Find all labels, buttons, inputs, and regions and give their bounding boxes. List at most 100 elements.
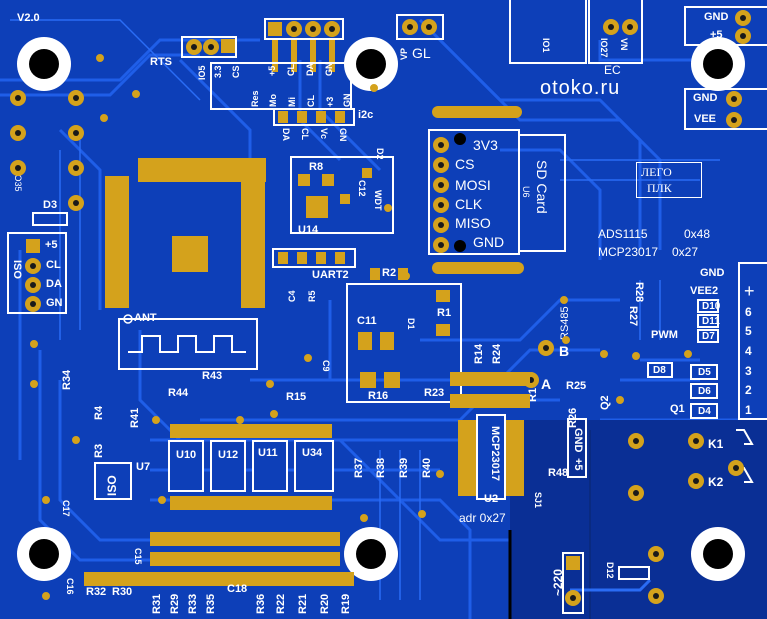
iso-pin-1 <box>26 239 40 253</box>
ec-label: EC <box>604 63 621 77</box>
bottom-pad-row-2 <box>150 552 340 566</box>
c11-pad-1 <box>358 332 372 350</box>
i2c-small-pin-1 <box>278 111 288 123</box>
ads-address-label: 0x48 <box>684 227 711 241</box>
c11-label: C11 <box>357 315 377 327</box>
uart2-pin-3 <box>316 252 326 264</box>
via-8 <box>266 380 274 388</box>
k2-label: K2 <box>708 475 724 489</box>
power-block-outline <box>346 283 462 403</box>
pwm-label: PWM <box>651 329 678 341</box>
lego-plc-logo: ЛЕГО ПЛК <box>636 162 702 198</box>
vee-label: VEE <box>694 113 717 125</box>
mcp23017-pins-left <box>458 420 476 496</box>
via-11 <box>476 262 484 270</box>
sd-pin-5 <box>433 217 449 233</box>
i2c-header-strip-3 <box>310 40 316 72</box>
mounting-hole-bottom-right <box>691 527 745 581</box>
u34-label: U34 <box>302 447 323 459</box>
via-19 <box>236 416 244 424</box>
r34-label: R34 <box>61 369 73 390</box>
r32-label: R32 <box>86 586 107 598</box>
esp32-right-pads <box>241 176 265 308</box>
r40-label: R40 <box>421 457 433 478</box>
gl-pin-2 <box>421 19 437 35</box>
d8-label: D8 <box>653 365 666 376</box>
sd-gnd-dot-top <box>454 133 466 145</box>
term-1-label: 1 <box>745 403 752 417</box>
r16-pad-2 <box>384 372 400 388</box>
mcp-address-note: adr 0x27 <box>459 511 506 525</box>
u10-label: U10 <box>176 449 197 461</box>
vee-pin-2 <box>726 112 742 128</box>
via-26 <box>384 204 392 212</box>
term-vee2-label: VEE2 <box>690 285 719 297</box>
i2c-small-pin-4 <box>335 111 345 123</box>
sd-pin-4 <box>433 197 449 213</box>
r43-label: R43 <box>202 370 223 382</box>
i2c-header-strip-2 <box>291 40 297 72</box>
sd-cs-label: CS <box>455 156 475 172</box>
relay-k2-pin-3 <box>628 485 644 501</box>
via-16 <box>562 336 570 344</box>
d4-label: D4 <box>698 406 711 417</box>
d7-outline <box>697 329 719 343</box>
i2c-small-pin-2 <box>297 111 307 123</box>
r37-label: R37 <box>353 457 365 478</box>
r3-label: R3 <box>93 443 105 458</box>
r41-label: R41 <box>129 407 141 428</box>
power-terminal-top-outline <box>684 6 767 46</box>
relay-k1-pin-2 <box>728 460 744 476</box>
left-io-pin-3 <box>68 90 84 106</box>
v220-pin-2 <box>565 590 581 606</box>
bottom-pad-row-3 <box>84 572 354 586</box>
r29-label: R29 <box>169 593 181 614</box>
k1-label: K1 <box>708 437 724 451</box>
r30-label: R30 <box>112 586 133 598</box>
c15-label: C15 <box>133 548 143 565</box>
sd-mosi-label: MOSI <box>455 177 491 193</box>
vee-terminal-outline <box>684 88 767 130</box>
opto-bottom-pads <box>170 496 332 510</box>
r1-pad-1 <box>436 290 450 302</box>
d12-outline <box>618 566 650 580</box>
mounting-hole-top-left <box>17 37 71 91</box>
via-4 <box>30 340 38 348</box>
v220-pin-1 <box>566 556 580 570</box>
d4-outline <box>690 403 718 419</box>
r48-label: R48 <box>548 467 569 479</box>
sd-card-slot-outline <box>518 134 566 252</box>
via-1 <box>96 54 104 62</box>
term-6-label: 6 <box>745 305 752 319</box>
via-27 <box>402 272 410 280</box>
r39-label: R39 <box>398 457 410 478</box>
sd-3v3-label: 3V3 <box>473 137 498 153</box>
via-17 <box>560 296 568 304</box>
sd-pin-6 <box>433 237 449 253</box>
esp32-outline <box>118 318 258 370</box>
ec-terminal-outline <box>588 0 643 64</box>
c11-pad-2 <box>380 332 394 350</box>
term-plus-label: + <box>744 281 755 301</box>
ads-chip-label: ADS1115 <box>598 227 648 241</box>
term-4-label: 4 <box>745 344 752 358</box>
r16-pad-1 <box>360 372 376 388</box>
iso-chip-label: ISO <box>105 475 119 496</box>
io-terminal-outline <box>738 262 767 420</box>
i2c-header-pin-2 <box>286 21 302 37</box>
r4-label: R4 <box>93 405 105 420</box>
power-gnd-label: GND <box>704 11 729 23</box>
i2c-header-strip-4 <box>329 40 335 72</box>
d11-label: D11 <box>702 316 720 327</box>
wdt-pad-3 <box>306 196 328 218</box>
via-15 <box>616 396 624 404</box>
r8-label: R8 <box>309 161 324 173</box>
uart2-pin-2 <box>297 252 307 264</box>
via-5 <box>30 380 38 388</box>
rts-pin-3 <box>221 39 235 53</box>
i2c-small-header-outline <box>273 108 355 126</box>
relay-k1-pin-3 <box>628 433 644 449</box>
ec-pin-2 <box>622 19 638 35</box>
